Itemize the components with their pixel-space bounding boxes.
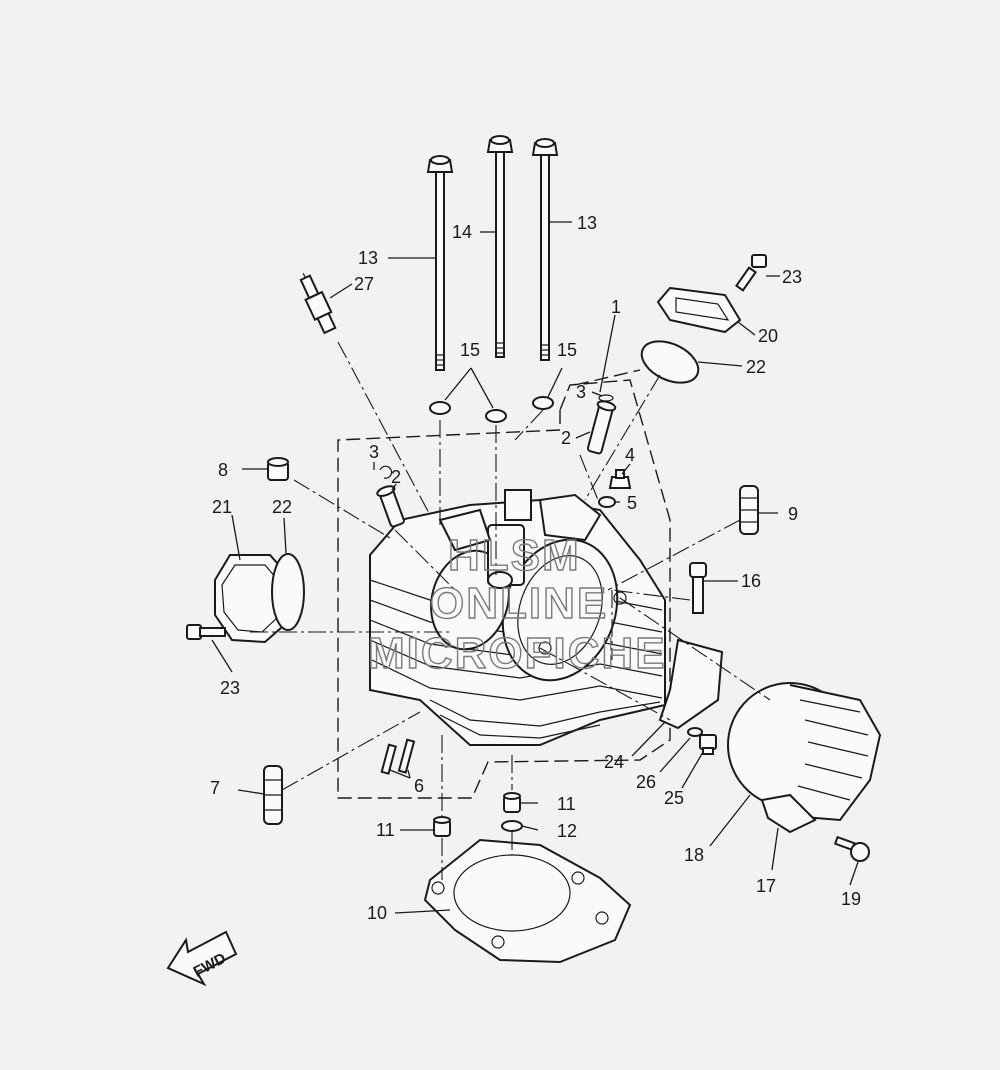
dowel-11-left [433, 816, 451, 837]
watermark-line-1: HLSM [448, 531, 581, 580]
bolt-25 [699, 734, 717, 755]
callout-3-right: 3 [576, 382, 586, 402]
callout-13-left: 13 [358, 248, 378, 268]
dowel-pin-7 [263, 765, 283, 825]
o-ring-22-left [271, 553, 305, 631]
watermark-line-2: ONLINE [430, 579, 608, 628]
callout-16: 16 [741, 571, 761, 591]
callout-7: 7 [210, 778, 220, 798]
callout-22-left: 22 [272, 497, 292, 517]
intake-joint-20 [656, 286, 742, 334]
callout-23-top: 23 [782, 267, 802, 287]
callout-10: 10 [367, 903, 387, 923]
head-bolt-14 [486, 135, 514, 358]
callout-26: 26 [636, 772, 656, 792]
dowel-pin-9 [739, 485, 759, 535]
leader-lines [211, 221, 859, 914]
callout-24: 24 [604, 752, 624, 772]
callout-8: 8 [218, 460, 228, 480]
callout-4: 4 [625, 445, 635, 465]
o-ring-22-right [640, 340, 700, 384]
plate-17 [760, 793, 817, 834]
head-gasket-10 [423, 838, 632, 964]
callout-15-left: 15 [460, 340, 480, 360]
callout-5: 5 [627, 493, 637, 513]
washer-15-middle [485, 409, 507, 423]
side-cover-18 [727, 682, 882, 822]
stud-bolt-4 [608, 469, 632, 489]
valve-guide-2-left [376, 485, 405, 528]
bolt-23-left [186, 624, 226, 640]
washer-15-left [429, 401, 451, 415]
callout-2-right: 2 [561, 428, 571, 448]
callout-17: 17 [756, 876, 776, 896]
callout-11-right: 11 [557, 794, 576, 814]
callout-6: 6 [414, 776, 424, 796]
washer-15-right [532, 396, 554, 410]
callout-3-left: 3 [369, 442, 379, 462]
gasket-5 [598, 496, 616, 508]
callout-19: 19 [841, 889, 861, 909]
circlip-3-right [598, 394, 614, 402]
head-bolt-13-left [426, 155, 454, 371]
fwd-arrow: FWD [166, 930, 238, 987]
callout-27: 27 [354, 274, 374, 294]
stud-bolts-6 [380, 738, 416, 775]
callout-9: 9 [788, 504, 798, 524]
bolt-16 [689, 562, 707, 614]
assembly-boundary [337, 379, 671, 799]
circlip-3-left [379, 465, 393, 479]
cylinder-head [369, 489, 666, 746]
watermark: HLSM ONLINE MICROFICHE [367, 530, 667, 678]
callout-25: 25 [664, 788, 684, 808]
plug-8 [267, 457, 289, 481]
watermark-line-3: MICROFICHE [368, 629, 667, 678]
callout-15-right: 15 [557, 340, 577, 360]
callout-23-left: 23 [220, 678, 240, 698]
callout-1: 1 [611, 297, 621, 317]
alignment-lines [250, 341, 771, 880]
callout-14: 14 [452, 222, 472, 242]
callout-22-right: 22 [746, 357, 766, 377]
gasket-24 [658, 638, 724, 730]
callout-20: 20 [758, 326, 778, 346]
callout-12: 12 [557, 821, 577, 841]
callout-11-left: 11 [376, 820, 395, 840]
callout-18: 18 [684, 845, 704, 865]
callout-13-right: 13 [577, 213, 597, 233]
callout-2-left: 2 [391, 467, 401, 487]
washer-26 [687, 727, 703, 737]
dowel-11-right [503, 792, 521, 813]
bolt-19 [833, 835, 870, 862]
callout-21: 21 [212, 497, 232, 517]
gasket-12 [501, 820, 523, 832]
head-bolt-13-right [531, 138, 559, 361]
valve-guide-2-right [586, 400, 617, 455]
spark-plug-27 [299, 273, 337, 335]
callout-numbers: 13 14 13 27 15 15 1 3 2 4 5 3 2 8 9 16 2… [210, 213, 861, 923]
screw-23-top [735, 254, 767, 292]
